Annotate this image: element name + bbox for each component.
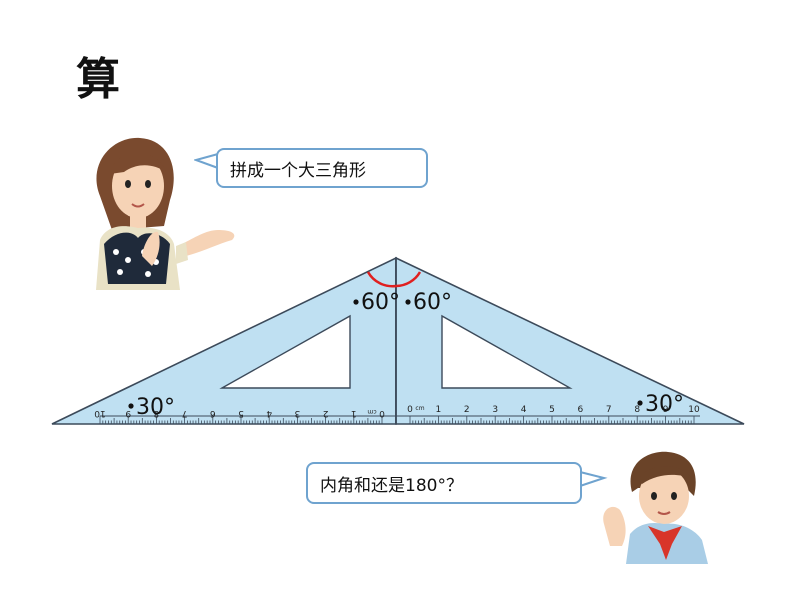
ruler-left-unit: cm bbox=[367, 408, 376, 415]
girl-speech-bubble: 拼成一个大三角形 bbox=[216, 148, 428, 188]
ruler-right-label: 4 bbox=[521, 405, 527, 415]
ruler-right-label: 10 bbox=[688, 405, 700, 415]
boy-illustration bbox=[603, 451, 708, 564]
ruler-left-label: 9 bbox=[125, 408, 131, 418]
top-left-angle-label: 60° bbox=[361, 290, 400, 315]
top-left-angle-dot bbox=[353, 299, 359, 305]
ruler-right-label: 8 bbox=[634, 405, 640, 415]
girl-illustration bbox=[96, 137, 235, 290]
ruler-right-label: 1 bbox=[436, 405, 442, 415]
top-right-angle-dot bbox=[405, 299, 411, 305]
ruler-left-label: 0 bbox=[379, 408, 385, 418]
ruler-left-label: 5 bbox=[238, 408, 244, 418]
bottom-left-angle-dot bbox=[128, 403, 134, 409]
ruler-right-unit: cm bbox=[415, 405, 424, 412]
boy-speech-text: 内角和还是180°？ bbox=[320, 475, 463, 496]
right-set-square-hole bbox=[441, 314, 573, 389]
boy-bubble-tail bbox=[579, 471, 608, 487]
ruler-left-label: 4 bbox=[266, 408, 272, 418]
ruler-right-label: 9 bbox=[663, 405, 669, 415]
bottom-left-angle-label: 30° bbox=[136, 395, 175, 420]
ruler-left-label: 1 bbox=[351, 408, 357, 418]
girl-bubble-tail bbox=[194, 153, 219, 169]
ruler-left-label: 2 bbox=[323, 408, 329, 418]
ruler-ticks bbox=[99, 416, 695, 424]
bottom-right-angle-label: 30° bbox=[645, 392, 684, 417]
ruler-left-label: 8 bbox=[153, 408, 159, 418]
top-left-angle-arc bbox=[366, 271, 397, 288]
page-title: 算 bbox=[76, 54, 120, 105]
ruler-right-label: 0 bbox=[407, 405, 413, 415]
ruler-right-label: 2 bbox=[464, 405, 470, 415]
ruler-right-labels: 0 1 2 3 4 5 6 7 8 9 10 cm bbox=[407, 405, 700, 415]
ruler-right-label: 6 bbox=[578, 405, 584, 415]
ruler-left-label: 10 bbox=[94, 408, 106, 418]
ruler-right-label: 5 bbox=[549, 405, 555, 415]
left-set-square-hole bbox=[219, 314, 351, 389]
bottom-right-angle-dot bbox=[637, 400, 643, 406]
boy-speech-bubble: 内角和还是180°？ bbox=[306, 462, 582, 504]
top-right-angle-label: 60° bbox=[413, 290, 452, 315]
top-right-angle-arc bbox=[395, 271, 422, 288]
ruler-left-label: 3 bbox=[295, 408, 301, 418]
girl-speech-text: 拼成一个大三角形 bbox=[230, 160, 366, 181]
ruler-right-label: 7 bbox=[606, 405, 612, 415]
ruler-left-label: 6 bbox=[210, 408, 216, 418]
ruler-right-label: 3 bbox=[492, 405, 498, 415]
ruler-left-label: 7 bbox=[182, 408, 188, 418]
